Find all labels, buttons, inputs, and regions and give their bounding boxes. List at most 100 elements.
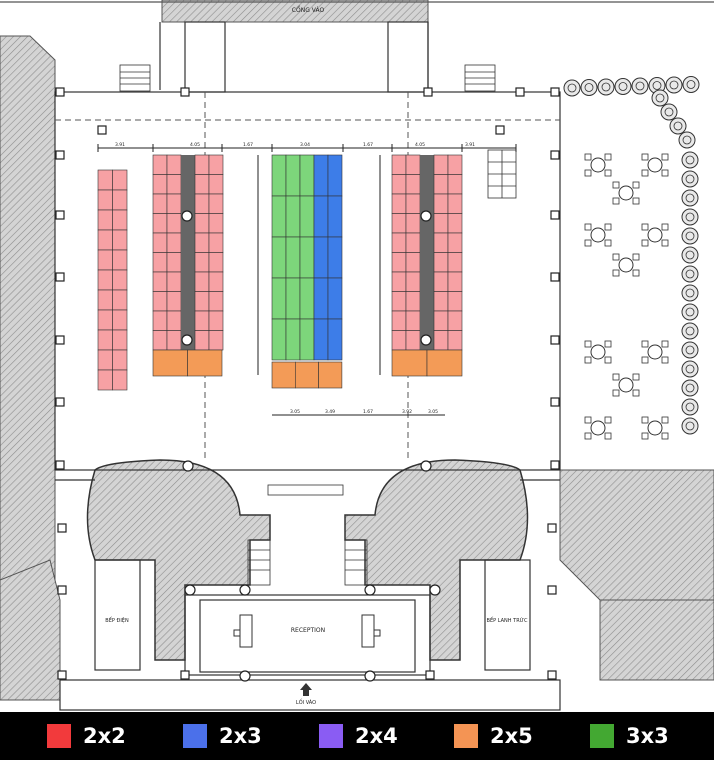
booth-2x5: [152, 349, 188, 377]
booth-2x2: [152, 193, 168, 214]
plant-icon: [660, 103, 678, 121]
legend-swatch-2x2: [47, 724, 71, 748]
dimension-label: 3.92: [402, 409, 412, 415]
legend-label-2x3: 2x3: [219, 724, 262, 748]
booth-2x5: [318, 361, 343, 389]
booth-2x2: [112, 169, 128, 191]
booth-2x2: [447, 213, 463, 234]
chair: [641, 153, 649, 161]
booth-2x3: [327, 154, 343, 197]
table: [590, 227, 606, 243]
legend-swatch-2x5: [454, 724, 478, 748]
hatched-areas: [0, 0, 714, 701]
booth-2x2: [152, 271, 168, 292]
booth-2x2: [208, 174, 224, 195]
left-room-label: BẾP ĐIỆN: [105, 616, 129, 624]
booth-2x2: [194, 213, 210, 234]
plant-icon: [681, 322, 699, 340]
booth-2x2: [433, 310, 449, 331]
table: [590, 157, 606, 173]
booth-2x2: [447, 252, 463, 273]
chair: [584, 239, 592, 247]
chair: [604, 169, 612, 177]
column: [429, 584, 441, 596]
booth-2x3: [313, 195, 329, 238]
column: [420, 334, 432, 346]
booth-2x3: [313, 318, 329, 361]
booth-2x2: [433, 193, 449, 214]
chair: [641, 239, 649, 247]
booth-2x2: [447, 310, 463, 331]
chair: [604, 356, 612, 364]
booth-2x2: [166, 174, 182, 195]
table: [647, 420, 663, 436]
column: [425, 670, 435, 680]
chair: [604, 340, 612, 348]
booth-2x2: [391, 252, 407, 273]
booth-2x2: [433, 252, 449, 273]
booth-2x2: [208, 252, 224, 273]
table: [618, 377, 634, 393]
booth-2x2: [166, 330, 182, 351]
booth-2x2: [405, 213, 421, 234]
booth-3x3: [285, 195, 301, 238]
booth-2x5: [426, 349, 463, 377]
booth-2x2: [194, 193, 210, 214]
stairs: [119, 64, 517, 586]
booth-2x2: [433, 174, 449, 195]
booth-2x2: [208, 271, 224, 292]
plant-icon: [681, 398, 699, 416]
chair: [661, 356, 669, 364]
booth-2x2: [112, 289, 128, 311]
booth-2x2: [152, 252, 168, 273]
booth-3x3: [299, 195, 315, 238]
booth-2x5: [294, 361, 319, 389]
table: [647, 344, 663, 360]
dimension-label: 1.67: [243, 142, 253, 148]
plant-icon: [681, 303, 699, 321]
booth-2x2: [152, 291, 168, 312]
booth-2x2: [166, 252, 182, 273]
chair: [584, 340, 592, 348]
booth-2x2: [194, 330, 210, 351]
column: [550, 150, 560, 160]
booth-2x3: [327, 277, 343, 320]
booth-2x2: [208, 330, 224, 351]
booth-2x2: [433, 232, 449, 253]
booth-2x2: [97, 209, 113, 231]
chair: [612, 181, 620, 189]
plant-icon: [681, 170, 699, 188]
booths: [97, 154, 463, 682]
booth-2x2: [166, 193, 182, 214]
chair: [641, 223, 649, 231]
chair: [661, 416, 669, 424]
booth-3x3: [285, 277, 301, 320]
legend-item-2x5: 2x5: [454, 724, 533, 748]
booth-2x3: [313, 154, 329, 197]
chair: [632, 373, 640, 381]
entrance-label: LỐI VÀO: [296, 698, 316, 706]
booth-2x2: [112, 229, 128, 251]
booth-2x2: [405, 271, 421, 292]
booth-2x2: [391, 291, 407, 312]
booth-2x2: [405, 232, 421, 253]
plant-icon: [597, 78, 615, 96]
column: [181, 210, 193, 222]
booth-3x3: [299, 236, 315, 279]
plant-icon: [614, 78, 632, 95]
booth-2x2: [208, 291, 224, 312]
table: [647, 227, 663, 243]
booth-2x2: [391, 193, 407, 214]
booth-2x2: [194, 271, 210, 292]
table: [590, 420, 606, 436]
booth-3x3: [271, 277, 287, 320]
booth-2x2: [152, 310, 168, 331]
booth-3x3: [271, 236, 287, 279]
booth-2x2: [97, 309, 113, 331]
booth-2x3: [313, 277, 329, 320]
column: [180, 87, 190, 97]
booth-2x2: [391, 330, 407, 351]
booth-2x2: [208, 193, 224, 214]
booth-2x2: [166, 154, 182, 175]
column: [547, 585, 557, 595]
